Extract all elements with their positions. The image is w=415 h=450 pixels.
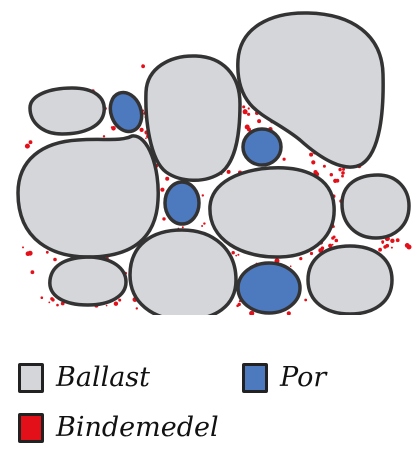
binder-speck <box>282 157 286 161</box>
binder-speck <box>342 167 345 171</box>
binder-speck <box>331 243 334 246</box>
binder-speck <box>141 64 144 67</box>
binder-speck <box>181 226 184 229</box>
binder-speck <box>395 238 400 243</box>
binder-swatch <box>18 412 44 443</box>
ballast-stone <box>48 255 128 307</box>
ballast-stone <box>144 54 242 182</box>
binder-speck <box>390 246 393 249</box>
ballast-stone <box>340 173 411 240</box>
pore <box>163 180 201 226</box>
binder-speck <box>286 311 291 315</box>
pore <box>236 261 302 315</box>
binder-speck <box>378 247 382 252</box>
binder-speck <box>201 194 204 197</box>
binder-speck <box>313 170 318 175</box>
binder-speck <box>237 302 241 307</box>
binder-speck <box>135 307 138 310</box>
legend-item-ballast: Ballast <box>18 362 150 393</box>
legend-label-por: Por <box>280 362 327 393</box>
binder-speck <box>335 178 340 183</box>
binder-speck <box>237 253 240 256</box>
binder-speck <box>385 243 390 248</box>
binder-speck <box>332 235 336 239</box>
binder-speck <box>381 241 384 244</box>
binder-speck <box>329 173 333 177</box>
binder-speck <box>247 127 251 132</box>
binder-speck <box>235 254 238 257</box>
binder-speck <box>320 246 325 251</box>
binder-speck <box>309 152 314 157</box>
binder-speck <box>40 296 44 300</box>
binder-speck <box>242 105 246 109</box>
binder-speck <box>247 107 250 110</box>
binder-speck <box>311 160 316 165</box>
binder-speck <box>405 244 407 246</box>
binder-speck <box>56 303 59 307</box>
binder-speck <box>28 140 33 145</box>
binder-speck <box>404 243 410 248</box>
binder-speck <box>247 112 251 116</box>
binder-speck <box>105 304 108 307</box>
binder-speck <box>242 109 248 115</box>
binder-speck <box>249 310 255 315</box>
binder-speck <box>246 125 249 129</box>
binder-speck <box>289 265 292 268</box>
binder-speck <box>139 127 144 132</box>
binder-speck <box>338 167 342 172</box>
binder-speck <box>51 298 55 302</box>
binder-speck <box>309 251 314 256</box>
binder-speck <box>257 119 262 124</box>
binder-speck <box>162 217 166 221</box>
legend-item-por: Por <box>242 362 326 393</box>
pore <box>108 90 144 134</box>
binder-speck <box>145 137 147 140</box>
binder-speck <box>304 298 308 302</box>
por-swatch <box>242 362 268 393</box>
asphalt-structure-diagram <box>16 11 412 315</box>
binder-speck <box>118 298 122 302</box>
binder-speck <box>231 251 235 255</box>
binder-speck <box>328 243 333 248</box>
binder-speck <box>45 250 49 254</box>
ballast-stone <box>28 86 106 136</box>
pore <box>241 127 283 167</box>
ballast-stone <box>306 244 394 315</box>
binder-speck <box>24 143 30 149</box>
legend-label-binder: Bindemedel <box>56 412 219 443</box>
binder-speck <box>102 135 106 138</box>
binder-speck <box>299 257 303 261</box>
binder-speck <box>201 225 204 227</box>
binder-speck <box>30 270 35 275</box>
binder-speck <box>322 164 326 168</box>
binder-speck <box>111 126 116 131</box>
binder-speck <box>22 246 24 249</box>
binder-speck <box>160 187 165 192</box>
binder-speck <box>226 169 231 174</box>
binder-speck <box>165 176 170 181</box>
binder-speck <box>390 238 395 243</box>
ballast-swatch <box>18 362 44 393</box>
binder-speck <box>113 301 119 306</box>
binder-speck <box>341 171 345 175</box>
ballast-stone <box>208 166 336 259</box>
binder-speck <box>203 222 206 225</box>
ballast-stone <box>128 228 238 315</box>
legend-item-binder: Bindemedel <box>18 412 219 443</box>
binder-speck <box>53 257 57 262</box>
binder-speck <box>341 174 344 178</box>
binder-speck <box>27 250 33 256</box>
ballast-stone <box>16 134 160 259</box>
ballast-stone <box>236 11 385 169</box>
binder-speck <box>48 301 51 304</box>
legend-label-ballast: Ballast <box>56 362 151 393</box>
binder-speck <box>334 238 339 243</box>
